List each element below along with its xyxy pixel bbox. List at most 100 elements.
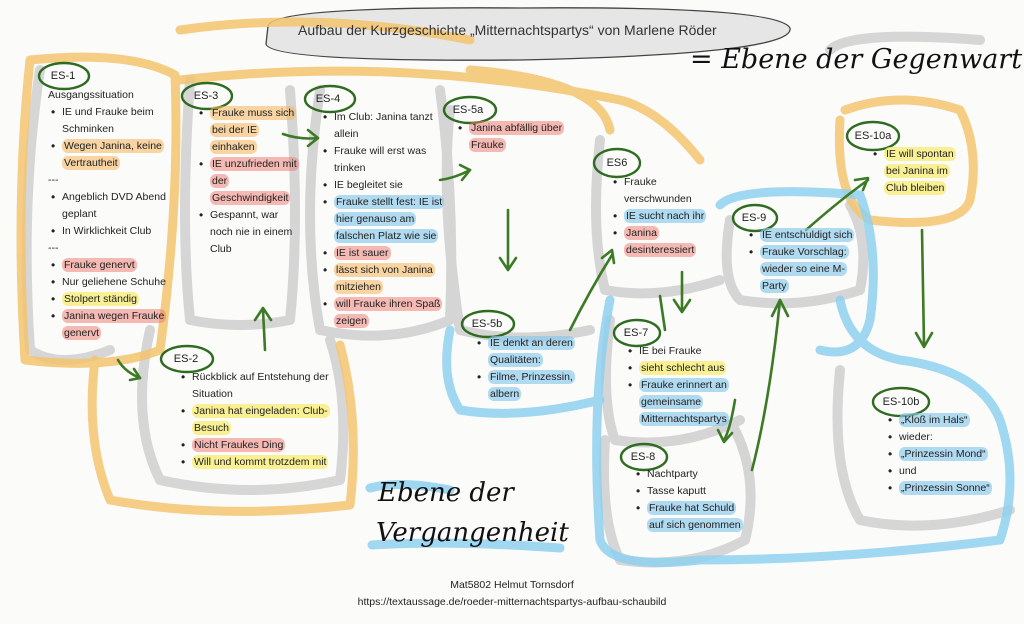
es1-item-text: ---	[48, 174, 59, 186]
es10b-item-text: „Prinzessin Sonne“	[899, 481, 992, 495]
es4-item-text: lässt sich von Janina mitziehen	[334, 263, 435, 294]
es6-item-text: Janina desinteressiert	[624, 226, 697, 257]
es8-item-text: Nachtparty	[647, 468, 698, 480]
es4-item: Im Club: Janina tanzt allein	[320, 109, 448, 143]
es1-item-text: Angeblich DVD Abend geplant	[62, 191, 166, 220]
es3-tag: ES-3	[193, 90, 219, 102]
es1-item: Janina wegen Frauke genervt	[48, 308, 178, 342]
es2-item: Will und kommt trotzdem mit	[178, 454, 343, 471]
es5b-item-text: IE denkt an deren Qualitäten:	[488, 336, 575, 367]
es3-item: Frauke muss sich bei der IE einhaken	[196, 105, 301, 156]
past-level-label-line1: Ebene der	[378, 478, 514, 508]
es4-item-text: Frauke stellt fest: IE ist hier genauso …	[334, 195, 445, 243]
es9-tag: ES-9	[741, 212, 767, 224]
es1-item-text: Stolpert ständig	[62, 292, 139, 306]
es1-item: ---	[48, 172, 178, 189]
es1-item-text: IE und Frauke beim Schminken	[62, 106, 154, 135]
es10a-item: IE will spontan bei Janina im Club bleib…	[870, 146, 965, 197]
es7-item: IE bei Frauke	[625, 343, 740, 360]
es5b-item: Filme, Prinzessin, albern	[474, 369, 584, 403]
es6-item-text: Frauke verschwunden	[624, 176, 692, 205]
es6-item: Janina desinteressiert	[610, 225, 710, 259]
es1-item: Wegen Janina, keine Vertrautheit	[48, 138, 178, 172]
present-level-label: = Ebene der Gegenwart	[690, 44, 1023, 75]
es10b-item-text: wieder:	[899, 431, 933, 443]
es1-item: Angeblich DVD Abend geplant	[48, 189, 178, 223]
es2-item-text: Nicht Fraukes Ding	[192, 438, 286, 452]
es1-item-text: In Wirklichkeit Club	[62, 225, 152, 237]
es9-item-text: Frauke Vorschlag: wieder so eine M-Party	[760, 245, 849, 293]
es3-item-text: IE unzufrieden mit der Geschwindigkeit	[210, 157, 299, 205]
es8-item: Frauke hat Schuld auf sich genommen	[633, 500, 745, 534]
es4-item: Frauke will erst was trinken	[320, 143, 448, 177]
es5b-box: IE denkt an deren Qualitäten:Filme, Prin…	[474, 335, 584, 403]
es1-box: Ausgangssituation IE und Frauke beim Sch…	[48, 87, 178, 342]
es9-item: Frauke Vorschlag: wieder so eine M-Party	[746, 244, 861, 295]
es1-item-text: Janina wegen Frauke genervt	[62, 309, 167, 340]
es10b-item-text: „Kloß im Hals“	[899, 413, 970, 427]
es10b-item: und	[885, 463, 995, 480]
es8-item-text: Frauke hat Schuld auf sich genommen	[647, 501, 743, 532]
es5a-item-text: Janina abfällig über Frauke	[469, 121, 565, 152]
es10b-tag: ES-10b	[882, 396, 920, 408]
es2-item: Rückblick auf Entstehung der Situation	[178, 369, 343, 403]
es10b-item: „Kloß im Hals“	[885, 412, 995, 429]
es4-item-text: Im Club: Janina tanzt allein	[334, 111, 433, 140]
es6-item: IE sucht nach ihr	[610, 208, 710, 225]
es6-box: Frauke verschwunden IE sucht nach ihrJani…	[610, 174, 710, 259]
es4-item: lässt sich von Janina mitziehen	[320, 262, 448, 296]
es8-item-text: Tasse kaputt	[647, 485, 706, 497]
es1-item-text: Frauke genervt	[62, 258, 137, 272]
es1-item: IE und Frauke beim Schminken	[48, 104, 178, 138]
es7-box: IE bei Frauke sieht schlecht ausFrauke er…	[625, 343, 740, 428]
es6-tag: ES6	[606, 157, 628, 169]
es7-item: Frauke erinnert an gemeinsame Mitternach…	[625, 377, 740, 428]
es3-item: Gespannt, war noch nie in einem Club	[196, 207, 301, 258]
es2-item-text: Rückblick auf Entstehung der Situation	[192, 371, 329, 400]
es8-tag: ES-8	[630, 451, 656, 463]
es7-item: sieht schlecht aus	[625, 360, 740, 377]
es3-item-text: Frauke muss sich bei der IE einhaken	[210, 106, 297, 154]
es1-tag: ES-1	[50, 70, 76, 82]
footer-author: Mat5802 Helmut Tornsdorf	[450, 579, 574, 591]
es7-item-text: Frauke erinnert an gemeinsame Mitternach…	[639, 378, 729, 426]
es2-tag: ES-2	[173, 353, 199, 365]
es5a-tag: ES-5a	[452, 104, 484, 116]
es5b-tag: ES-5b	[471, 318, 503, 330]
es2-item-text: Janina hat eingeladen: Club-Besuch	[192, 404, 330, 435]
es1-item-text: Wegen Janina, keine Vertrautheit	[62, 139, 164, 170]
es4-box: Im Club: Janina tanzt alleinFrauke will …	[320, 109, 448, 330]
es2-item: Janina hat eingeladen: Club-Besuch	[178, 403, 343, 437]
es4-tag: ES-4	[315, 93, 341, 105]
es7-item-text: IE bei Frauke	[639, 345, 702, 357]
es10b-item: „Prinzessin Sonne“	[885, 480, 995, 497]
es5a-item: Janina abfällig über Frauke	[455, 120, 575, 154]
es2-box: Rückblick auf Entstehung der SituationJa…	[178, 369, 343, 471]
es3-item: IE unzufrieden mit der Geschwindigkeit	[196, 156, 301, 207]
es6-item-text: IE sucht nach ihr	[624, 209, 707, 223]
es4-item: IE ist sauer	[320, 245, 448, 262]
es9-item: IE entschuldigt sich	[746, 227, 861, 244]
title-cloud	[265, 7, 791, 61]
es1-item: Stolpert ständig	[48, 291, 178, 308]
es8-box: NachtpartyTasse kaputtFrauke hat Schuld …	[633, 466, 745, 534]
es10b-item-text: und	[899, 465, 917, 477]
es5b-item-text: Filme, Prinzessin, albern	[488, 370, 575, 401]
es4-item: will Frauke ihren Spaß zeigen	[320, 296, 448, 330]
es1-item: Nur geliehene Schuhe	[48, 274, 178, 291]
es4-item: Frauke stellt fest: IE ist hier genauso …	[320, 194, 448, 245]
es3-box: Frauke muss sich bei der IE einhakenIE u…	[196, 105, 301, 258]
es10b-item: „Prinzessin Mond“	[885, 446, 995, 463]
es10b-box: „Kloß im Hals“ wieder: „Prinzessin Mond“ un…	[885, 412, 995, 497]
es9-item-text: IE entschuldigt sich	[760, 228, 855, 242]
es10a-item-text: IE will spontan bei Janina im Club bleib…	[884, 147, 956, 195]
es10b-item: wieder:	[885, 429, 995, 446]
page-title: Aufbau der Kurzgeschichte „Mitternachtsp…	[298, 22, 717, 38]
es10b-item-text: „Prinzessin Mond“	[899, 447, 988, 461]
es5a-box: Janina abfällig über Frauke	[455, 120, 575, 154]
es2-item: Nicht Fraukes Ding	[178, 437, 343, 454]
es1-heading: Ausgangssituation	[48, 89, 134, 101]
es4-item-text: IE begleitet sie	[334, 179, 403, 191]
es10a-box: IE will spontan bei Janina im Club bleib…	[870, 146, 965, 197]
es1-item: ---	[48, 240, 178, 257]
